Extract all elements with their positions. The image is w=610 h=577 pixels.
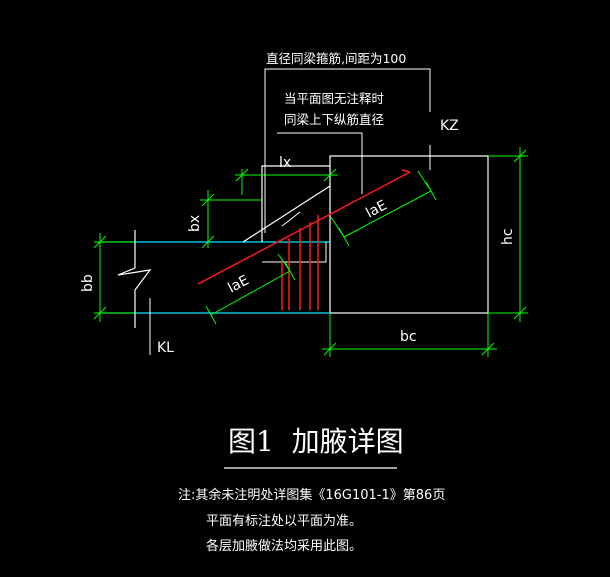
dim-label-bb: bb: [80, 274, 96, 292]
callout-note-line2: 同梁上下纵筋直径: [284, 112, 384, 127]
label-kz: KZ: [440, 118, 459, 134]
label-kl: KL: [157, 340, 174, 356]
callout-bar-spacing: 直径同梁箍筋,间距为100: [266, 51, 406, 66]
leader-bar-spacing-tick: [281, 211, 301, 227]
callout-note-line1: 当平面图无注释时: [284, 91, 385, 106]
note-line-1: 注:其余未注明处详图集《16G101-1》第86页: [178, 487, 445, 503]
dim-laE-left: [205, 253, 296, 325]
haunch-rebar: [197, 171, 411, 285]
note-line-2: 平面有标注处以平面为准。: [206, 514, 362, 529]
dim-hc: [488, 147, 528, 322]
dim-bc: [322, 313, 497, 357]
dim-laE-right: [330, 170, 437, 247]
dim-label-hc: hc: [500, 228, 516, 245]
haunch-outline: [261, 165, 330, 242]
dim-label-lx: lx: [279, 155, 291, 171]
leader-bar-spacing: [264, 68, 431, 233]
dim-label-bx: bx: [187, 215, 203, 232]
dim-bx: [200, 190, 262, 249]
haunch-rebar-end: [401, 169, 411, 173]
leader-note: [277, 132, 363, 194]
dim-bb: [93, 233, 135, 322]
column-outline: [329, 155, 489, 314]
dim-label-bc: bc: [400, 329, 417, 345]
dim-label-laE-right: laE: [363, 197, 389, 221]
haunch-slope: [242, 185, 331, 243]
beam-break-symbol: [117, 230, 152, 328]
note-line-3: 各层加腋做法均采用此图。: [206, 538, 362, 554]
dim-label-laE-left: laE: [225, 272, 251, 296]
dim-lx: [235, 168, 338, 195]
drawing-title: 图1 加腋详图: [228, 425, 404, 458]
